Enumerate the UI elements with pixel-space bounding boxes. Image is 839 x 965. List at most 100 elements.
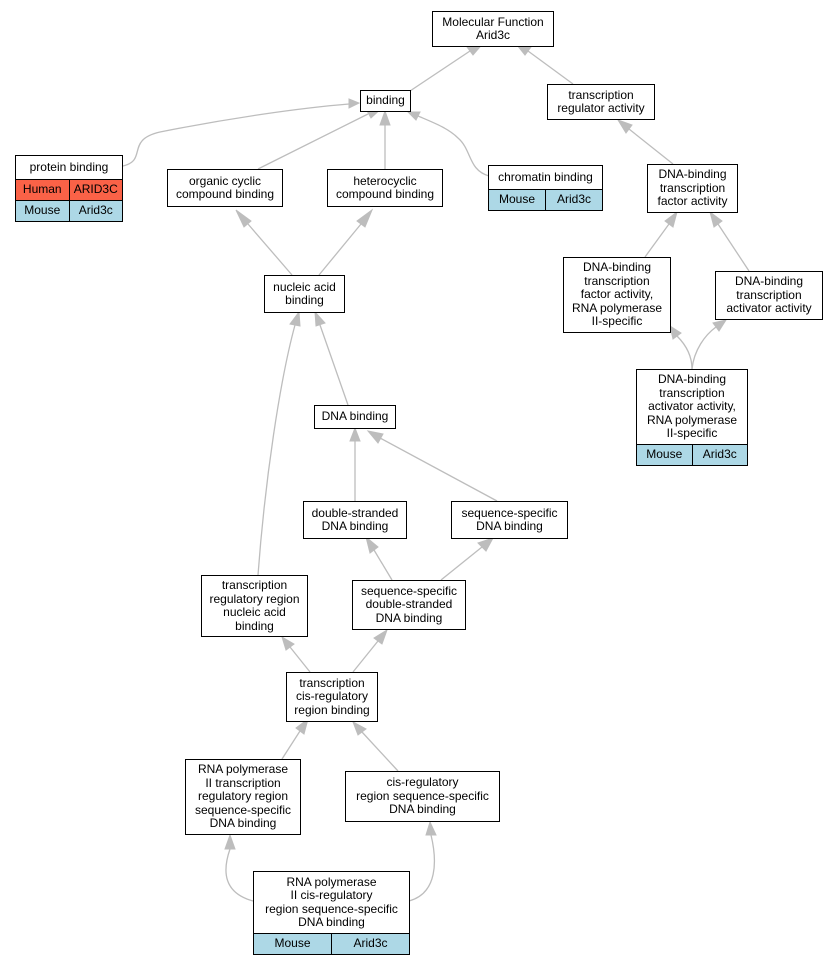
arrowhead xyxy=(664,210,678,228)
node-heterocyclic-compound-binding[interactable]: heterocyclic compound binding xyxy=(327,169,443,207)
arrowhead xyxy=(224,833,236,850)
ortholog-row-mouse: Mouse Arid3c xyxy=(16,200,122,221)
edge-dna-nucleic xyxy=(319,324,349,406)
edge-tcis-ssds xyxy=(352,640,379,673)
arrowhead xyxy=(289,310,301,327)
ortholog-row-mouse: Mouse Arid3c xyxy=(254,933,409,954)
edge-ssds-dsdna xyxy=(373,549,393,581)
arrowhead xyxy=(352,720,367,736)
node-cis-regulatory-region-sequence-specific-dna-binding[interactable]: cis-regulatory region sequence-specific … xyxy=(345,771,500,822)
gene-cell[interactable]: Arid3c xyxy=(68,201,123,221)
node-molecular-function[interactable]: Molecular Function Arid3c xyxy=(432,11,554,47)
edge-tcis-trnab xyxy=(289,646,311,673)
node-label: Molecular Function Arid3c xyxy=(442,14,544,42)
node-dna-binding-transcription-activator-activity[interactable]: DNA-binding transcription activator acti… xyxy=(715,271,823,320)
node-sequence-specific-double-stranded-dna-binding[interactable]: sequence-specific double-stranded DNA bi… xyxy=(352,580,466,630)
node-label: protein binding xyxy=(29,159,109,174)
gene-cell[interactable]: ARID3C xyxy=(68,180,123,200)
arrowhead xyxy=(477,537,495,552)
arrowhead xyxy=(373,628,388,645)
arrowhead xyxy=(379,109,391,126)
node-binding[interactable]: binding xyxy=(360,90,411,112)
edge-organic-binding xyxy=(257,113,369,170)
edge-ssdna-dna xyxy=(379,437,498,502)
edge-nucleic-hetero xyxy=(318,223,362,276)
node-label: sequence-specific double-stranded DNA bi… xyxy=(360,583,458,625)
node-dna-binding[interactable]: DNA binding xyxy=(314,405,396,429)
node-label: DNA-binding transcription factor activit… xyxy=(571,260,663,329)
node-label: DNA-binding transcription activator acti… xyxy=(726,274,812,316)
node-label: transcription cis-regulatory region bind… xyxy=(294,675,370,717)
gene-cell[interactable]: Arid3c xyxy=(691,445,748,465)
node-label: heterocyclic compound binding xyxy=(335,173,435,201)
node-protein-binding[interactable]: protein binding Human ARID3C Mouse Arid3… xyxy=(15,155,123,222)
node-label: DNA-binding transcription activator acti… xyxy=(646,372,738,441)
edge-rnapcis-cisreg xyxy=(408,834,436,902)
arrowhead xyxy=(365,535,379,554)
species-cell: Mouse xyxy=(274,936,311,951)
arrowhead xyxy=(712,319,728,332)
node-dna-binding-activator-rnap2[interactable]: DNA-binding transcription activator acti… xyxy=(636,369,748,466)
arrowhead xyxy=(348,98,361,109)
edge-dbtaa2-dbtfa2 xyxy=(676,335,693,370)
node-transcription-regulatory-region-nucleic-acid-binding[interactable]: transcription regulatory region nucleic … xyxy=(201,575,308,637)
node-dna-binding-tf-activity-rnap2[interactable]: DNA-binding transcription factor activit… xyxy=(563,257,671,333)
node-rnap2-transcription-regulatory-region-binding[interactable]: RNA polymerase II transcription regulato… xyxy=(185,759,301,835)
edge-dbtfa-tra xyxy=(628,128,674,165)
arrowhead xyxy=(669,324,682,340)
edge-trnab-nucleic xyxy=(257,324,296,576)
node-label: RNA polymerase II cis-regulatory region … xyxy=(265,874,398,929)
species-cell: Mouse xyxy=(24,203,61,218)
node-label: transcription regulatory region nucleic … xyxy=(209,578,300,633)
node-label: DNA-binding transcription factor activit… xyxy=(657,167,728,209)
gene-cell[interactable]: Arid3c xyxy=(545,190,602,210)
node-label: sequence-specific DNA binding xyxy=(461,505,558,533)
arrowhead xyxy=(616,119,633,134)
edge-binding-mf xyxy=(409,50,471,92)
gene-cell[interactable]: Arid3c xyxy=(331,934,409,954)
species-cell: Mouse xyxy=(498,192,536,207)
arrowhead xyxy=(406,111,421,121)
node-organic-cyclic-compound-binding[interactable]: organic cyclic compound binding xyxy=(167,169,283,207)
edge-chromatin-binding xyxy=(417,115,490,177)
edge-rnapcis-rnap xyxy=(225,848,254,902)
edge-dbtfa2-dbtfa xyxy=(644,223,670,258)
species-cell: Mouse xyxy=(646,447,683,462)
edge-dbtaa-dbtfa xyxy=(717,223,750,272)
edge-cisreg-tcis xyxy=(361,731,399,772)
ortholog-row-human: Human ARID3C xyxy=(16,179,122,200)
species-cell: Human xyxy=(22,182,62,197)
ortholog-row-mouse: Mouse Arid3c xyxy=(489,189,602,210)
node-sequence-specific-dna-binding[interactable]: sequence-specific DNA binding xyxy=(451,501,568,539)
node-label: cis-regulatory region sequence-specific … xyxy=(356,775,489,817)
node-rnap2-cis-regulatory-region-binding[interactable]: RNA polymerase II cis-regulatory region … xyxy=(253,871,410,955)
node-chromatin-binding[interactable]: chromatin binding Mouse Arid3c xyxy=(488,165,603,211)
edge-ssds-ssdna xyxy=(440,546,483,581)
arrowhead xyxy=(356,208,374,228)
arrowhead xyxy=(349,426,361,442)
node-transcription-cis-regulatory-region-binding[interactable]: transcription cis-regulatory region bind… xyxy=(286,672,378,722)
node-label: double-stranded DNA binding xyxy=(311,505,399,533)
node-label: RNA polymerase II transcription regulato… xyxy=(194,762,292,831)
node-label: chromatin binding xyxy=(498,169,593,184)
node-label: DNA binding xyxy=(321,409,389,424)
edge-tra-mf xyxy=(527,50,574,85)
arrowheads xyxy=(224,38,728,850)
edge-nucleic-organic xyxy=(247,223,293,276)
edge-protein-binding xyxy=(122,103,350,167)
edge-rnap-tcis xyxy=(281,730,301,760)
arrowhead xyxy=(709,210,723,228)
node-label: nucleic acid binding xyxy=(273,279,336,307)
node-label: transcription regulator activity xyxy=(557,87,645,115)
arrowhead xyxy=(366,430,384,444)
node-nucleic-acid-binding[interactable]: nucleic acid binding xyxy=(264,275,345,313)
arrowhead xyxy=(235,209,252,228)
arrowhead xyxy=(314,310,326,327)
node-dna-binding-transcription-factor-activity[interactable]: DNA-binding transcription factor activit… xyxy=(647,164,738,213)
arrowhead xyxy=(295,717,309,735)
node-double-stranded-dna-binding[interactable]: double-stranded DNA binding xyxy=(303,501,407,539)
node-transcription-regulator-activity[interactable]: transcription regulator activity xyxy=(547,84,655,120)
node-label: binding xyxy=(366,93,405,108)
